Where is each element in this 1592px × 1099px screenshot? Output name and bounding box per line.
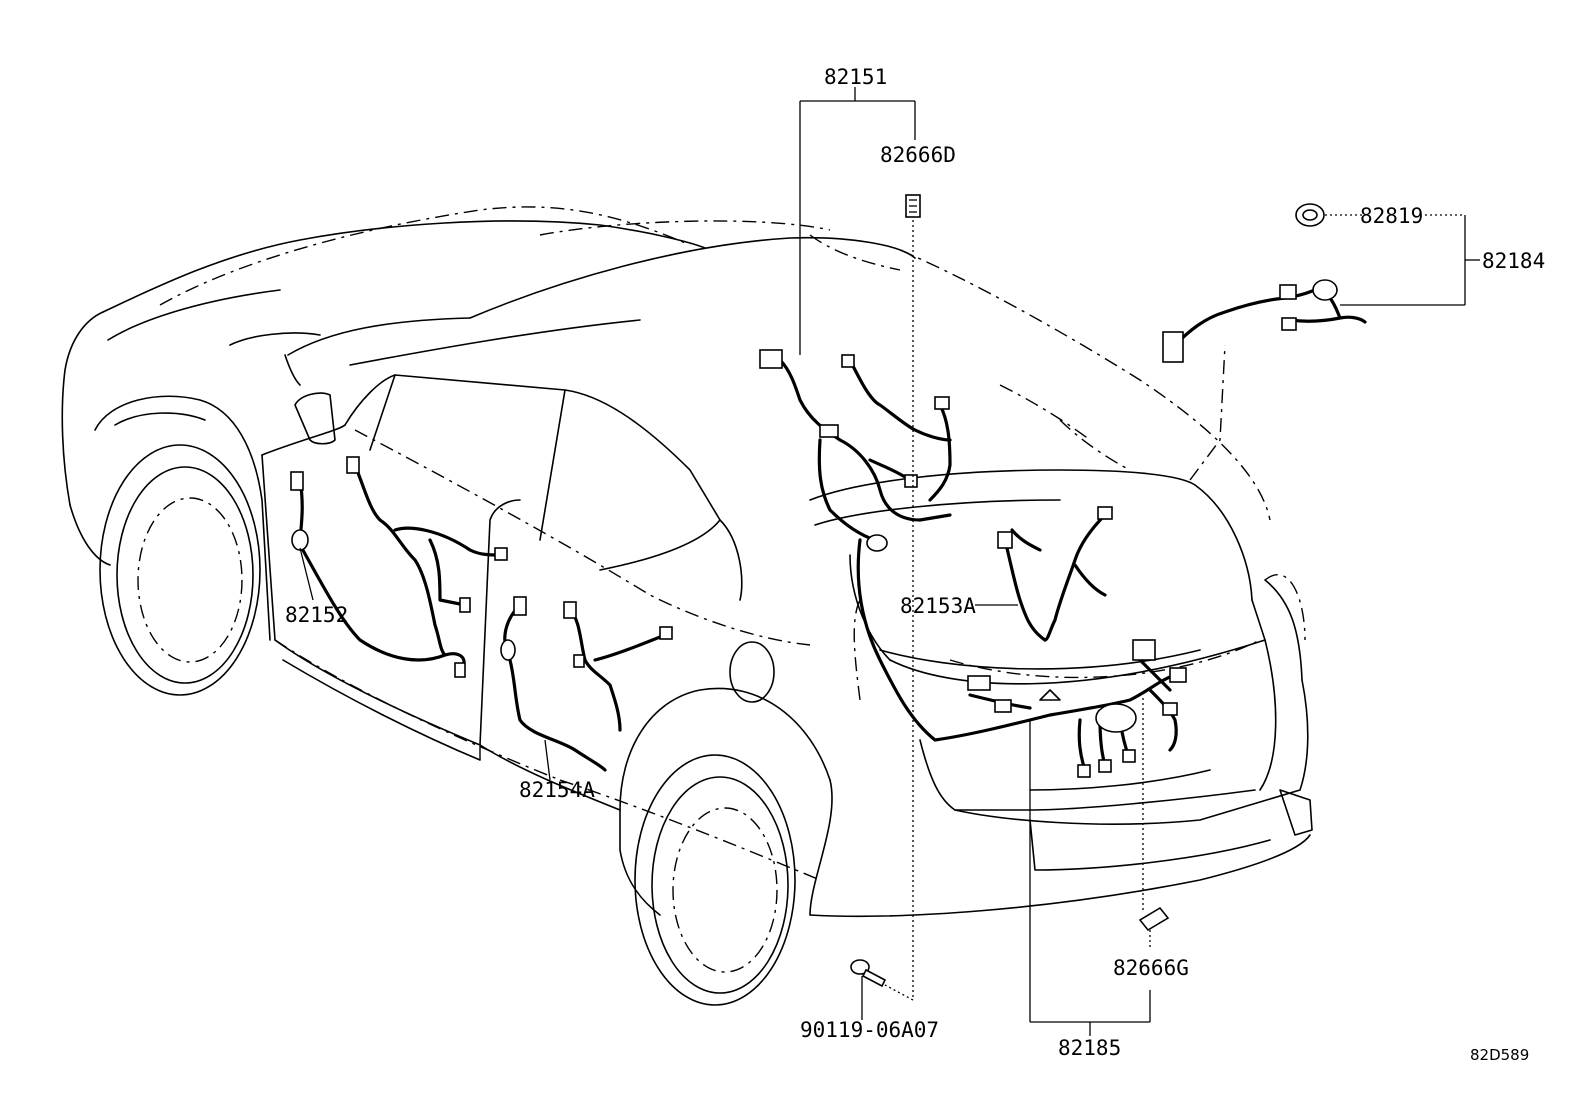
bumper-connector-1 xyxy=(967,675,991,691)
front-wheel xyxy=(99,444,261,696)
label-90119: 90119-06A07 xyxy=(800,1018,939,1042)
front-door-connector-2 xyxy=(346,456,360,474)
back-door-wire-harness xyxy=(997,506,1113,642)
roof-connector-2 xyxy=(841,354,855,368)
roof-connector-3 xyxy=(934,396,950,410)
front-door-wire-harness xyxy=(290,456,508,678)
bumper-clip xyxy=(1039,689,1061,701)
label-82666g: 82666G xyxy=(1113,956,1189,980)
bumper-grommet xyxy=(1095,703,1137,733)
tail-gate-connector-3 xyxy=(1281,317,1297,331)
car-hidden-outline xyxy=(159,206,1306,881)
roof-connector-4 xyxy=(819,424,839,438)
bumper-connector-4 xyxy=(1098,759,1112,773)
back-door-connector-2 xyxy=(997,531,1013,549)
bumper-connector-6 xyxy=(1132,639,1156,661)
tail-gate-connector-1 xyxy=(1162,331,1184,363)
roof-connector-1 xyxy=(759,349,783,369)
roof-connector-5 xyxy=(904,474,918,488)
leader-lines xyxy=(299,87,1480,1036)
label-82666d: 82666D xyxy=(880,143,956,167)
rear-door-connector-2 xyxy=(563,601,577,619)
bumper-connector-8 xyxy=(1169,667,1187,683)
label-82184: 82184 xyxy=(1482,249,1545,273)
grommet-82819 xyxy=(1295,203,1325,227)
rear-door-connector-1 xyxy=(513,596,527,616)
rear-wheel xyxy=(634,754,796,1006)
bolt-90119 xyxy=(850,959,887,988)
front-door-connector-3 xyxy=(459,597,471,613)
tail-gate-wire xyxy=(1162,279,1367,363)
clamp-82666d xyxy=(905,194,921,218)
tail-gate-grommet xyxy=(1312,279,1338,301)
label-82153a: 82153A xyxy=(900,594,976,618)
car-body-outline xyxy=(61,220,1313,918)
bumper-connector-5 xyxy=(1122,749,1136,763)
label-82154a: 82154A xyxy=(519,778,595,802)
bumper-connector-3 xyxy=(1077,764,1091,778)
rear-door-grommet xyxy=(500,639,516,661)
bumper-connector-2 xyxy=(994,699,1012,713)
rear-bumper-wire-harness xyxy=(856,538,1187,778)
label-82819: 82819 xyxy=(1360,204,1423,228)
bumper-connector-7 xyxy=(1162,702,1178,716)
label-82185: 82185 xyxy=(1058,1036,1121,1060)
rear-door-connector-4 xyxy=(573,654,585,668)
label-82151: 82151 xyxy=(824,65,887,89)
roof-wire-harness xyxy=(759,349,952,552)
tail-gate-connector-2 xyxy=(1279,284,1297,300)
front-door-connector-5 xyxy=(494,547,508,561)
rear-door-wire-harness xyxy=(500,596,673,772)
label-82152: 82152 xyxy=(285,603,348,627)
front-door-connector-1 xyxy=(290,471,304,491)
rear-door-connector-3 xyxy=(659,626,673,640)
clamp-82666g xyxy=(1138,906,1170,932)
front-door-grommet xyxy=(291,529,309,551)
diagram-code: 82D589 xyxy=(1470,1046,1529,1064)
front-door-connector-4 xyxy=(454,662,466,678)
roof-grommet xyxy=(866,534,888,552)
back-door-connector-1 xyxy=(1097,506,1113,520)
